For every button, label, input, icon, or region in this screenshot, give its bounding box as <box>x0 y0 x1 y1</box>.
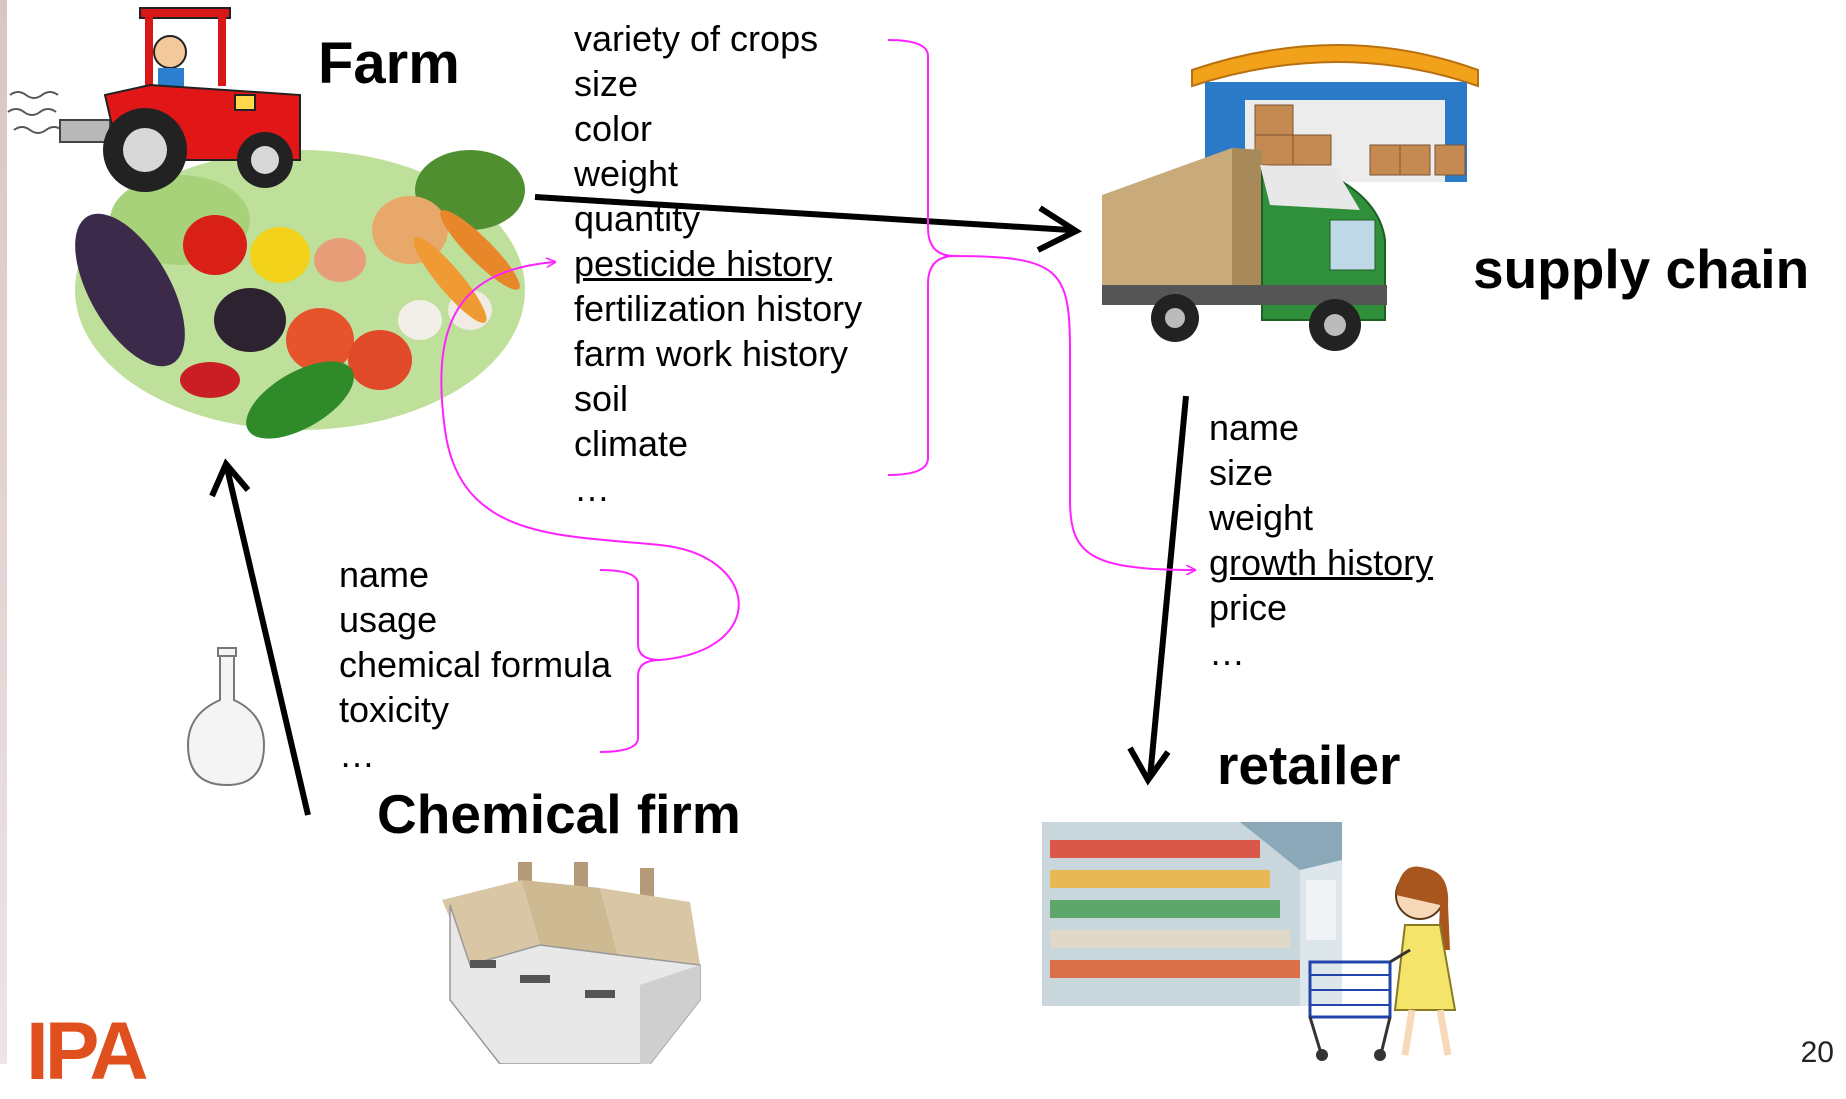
flow-arrow-farm-to-supply-chain <box>534 194 1083 253</box>
truck-icon <box>1102 148 1387 351</box>
list-item: quantity <box>574 198 701 239</box>
list-item: weight <box>1209 497 1314 538</box>
list-item-pesticide-history: pesticide history <box>574 243 833 284</box>
list-item: … <box>574 468 610 509</box>
list-item: toxicity <box>339 689 450 730</box>
list-item: variety of crops <box>574 18 819 59</box>
list-item: size <box>1209 452 1274 493</box>
chemical-attribute-list: name usage chemical formula toxicity … <box>339 552 611 777</box>
slide-edge-strip <box>0 0 7 1064</box>
flow-arrow-supply-chain-to-retailer <box>1127 395 1189 786</box>
factory-icon <box>442 862 701 1064</box>
link-farm-to-growth-history <box>954 255 1195 570</box>
shopper-icon <box>1308 866 1457 1061</box>
link-chemical-to-pesticide-history <box>440 262 740 661</box>
list-item: color <box>574 108 653 149</box>
ipa-logo: IPA <box>26 1006 149 1097</box>
list-item: soil <box>574 378 629 419</box>
list-item: name <box>339 554 430 595</box>
list-item: farm work history <box>574 333 849 374</box>
list-item: fertilization history <box>574 288 863 329</box>
vegetables-image <box>75 150 525 439</box>
list-item: price <box>1209 587 1288 628</box>
list-item-growth-history: growth history <box>1209 542 1434 583</box>
farm-title: Farm <box>318 31 460 96</box>
chemical-firm-title: Chemical firm <box>377 783 741 845</box>
retailer-attribute-list: name size weight growth history price … <box>1209 405 1433 675</box>
list-item: weight <box>574 153 679 194</box>
retailer-title: retailer <box>1217 734 1401 796</box>
diagram-canvas <box>7 7 1479 1064</box>
page-number: 20 <box>1800 1036 1834 1069</box>
list-item: name <box>1209 407 1300 448</box>
list-item: size <box>574 63 639 104</box>
farm-attribute-list: variety of crops size color weight quant… <box>574 16 862 511</box>
supply-chain-title: supply chain <box>1473 238 1810 300</box>
list-item: … <box>339 734 375 775</box>
list-item: chemical formula <box>339 644 612 685</box>
list-item: climate <box>574 423 689 464</box>
supermarket-image <box>1042 822 1342 1006</box>
flow-arrow-chemical-firm-to-farm <box>209 458 311 816</box>
flask-icon <box>186 647 266 787</box>
tractor-icon <box>7 7 301 192</box>
list-item: usage <box>339 599 438 640</box>
list-item: … <box>1209 632 1245 673</box>
farm-attributes-brace <box>887 39 956 476</box>
